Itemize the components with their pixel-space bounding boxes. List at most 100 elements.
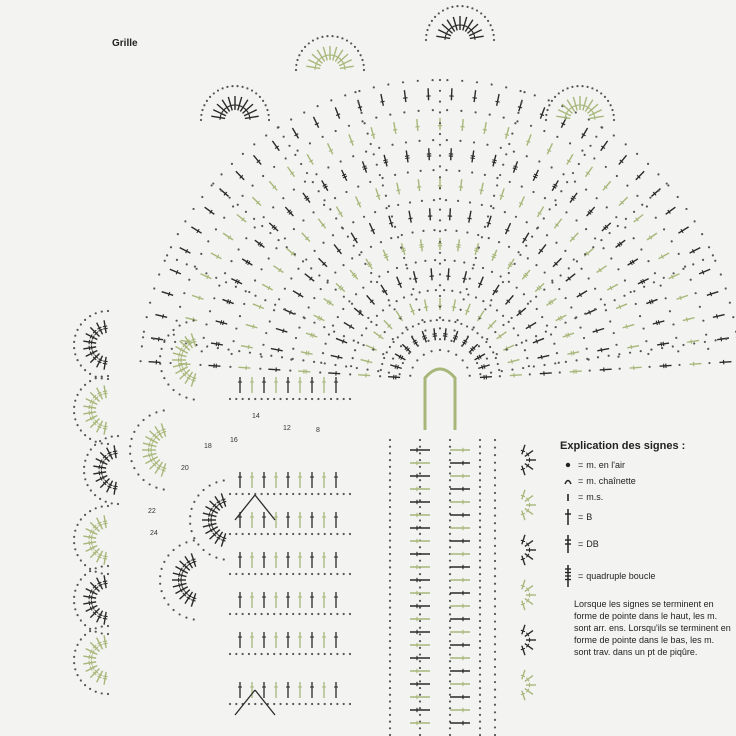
stitch-post [524, 507, 534, 515]
quadruple-cross-symbol-icon [560, 564, 576, 588]
chain-dot [294, 68, 298, 72]
chain-dot [388, 546, 392, 549]
chain-dot [172, 388, 175, 392]
chain-dot [159, 362, 162, 365]
chain-dot [307, 306, 310, 309]
chain-dot [616, 224, 619, 228]
chain-dot [511, 132, 514, 135]
chain-dot [529, 300, 532, 303]
chain-dot [418, 686, 422, 690]
chain-dot [493, 506, 497, 510]
stitch-post [537, 354, 550, 359]
row-number: 14 [252, 413, 260, 420]
chain-dot [478, 546, 482, 549]
stitch-bar [495, 100, 500, 103]
chain-dot [366, 368, 369, 371]
stitch-bar [526, 140, 531, 143]
stitch-post [461, 118, 464, 132]
chain-dot [586, 357, 589, 360]
stitch-post [600, 140, 609, 152]
stitch-bar [212, 532, 217, 537]
chain-dot [276, 126, 279, 129]
chain-dot [260, 397, 263, 401]
chain-dot [347, 124, 351, 127]
chain-dot [603, 95, 607, 98]
stitch-bar [398, 354, 402, 359]
chain-dot [336, 532, 339, 536]
chain-dot [478, 452, 482, 455]
chain-dot [272, 309, 276, 312]
stitch-bar [294, 133, 299, 137]
stitch-bar [343, 65, 346, 70]
chain-dot [478, 438, 482, 442]
chain-dot [456, 199, 460, 203]
chain-dot [478, 626, 482, 629]
chain-dot [329, 702, 333, 706]
chain-dot [342, 652, 345, 656]
chain-dot [212, 182, 215, 185]
chain-dot [512, 327, 515, 330]
chain-dot [73, 662, 76, 665]
chain-dot [267, 257, 270, 260]
stitch-bar [513, 165, 518, 168]
chain-dot [238, 350, 241, 353]
stitch-bar [216, 536, 221, 540]
chain-dot [456, 319, 459, 322]
stitch-post [584, 166, 593, 178]
stitch-post [234, 689, 256, 716]
stitch-bar [88, 339, 91, 345]
chain-dot [73, 347, 76, 350]
chain-dot [348, 300, 351, 303]
stitch-bar [107, 485, 112, 489]
chain-dot [228, 572, 232, 576]
dot-symbol-icon [560, 461, 576, 469]
stitch-bar [520, 674, 526, 678]
stitch-bar [102, 390, 108, 393]
stitch-post [486, 215, 492, 228]
chain-dot [438, 294, 442, 298]
stitch-bar [506, 299, 511, 304]
chain-dot [493, 696, 497, 699]
chain-dot [235, 612, 238, 616]
stitch-bar [247, 260, 251, 266]
chain-dot [387, 371, 391, 374]
chain-dot [361, 58, 364, 62]
chain-dot [266, 612, 269, 616]
chain-dot [340, 226, 344, 229]
stitch-bar [88, 410, 91, 416]
chain-dot [461, 4, 464, 8]
chain-dot [76, 674, 79, 677]
chain-dot [388, 485, 392, 489]
chain-dot [248, 290, 251, 294]
stitch-bar [443, 333, 448, 335]
stitch-bar [548, 300, 552, 306]
stitch-bar [89, 666, 93, 671]
stitch-post [311, 53, 323, 64]
stitch-post [521, 534, 526, 545]
stitch-bar [91, 665, 95, 670]
chain-dot [200, 252, 203, 255]
chain-dot [483, 225, 487, 228]
stitch-bar [328, 300, 332, 306]
chain-dot [493, 582, 497, 585]
stitch-bar [472, 97, 477, 99]
chain-dot [485, 357, 489, 360]
stitch-post [618, 154, 628, 166]
stitch-post [335, 337, 348, 344]
chain-dot [486, 19, 490, 22]
chain-dot [418, 532, 422, 535]
chain-dot [254, 532, 257, 536]
chain-dot [472, 263, 475, 266]
chain-dot [266, 108, 269, 112]
chain-dot [401, 361, 404, 365]
chain-dot [319, 287, 322, 291]
stitch-bar [103, 392, 108, 395]
chain-dot [505, 86, 508, 89]
stitch-bar [89, 606, 93, 611]
stitch-bar [92, 356, 97, 361]
stitch-post [524, 642, 534, 650]
chain-dot [459, 139, 462, 142]
chain-dot [448, 693, 452, 696]
chain-dot [532, 365, 535, 368]
stitch-post [409, 303, 415, 316]
